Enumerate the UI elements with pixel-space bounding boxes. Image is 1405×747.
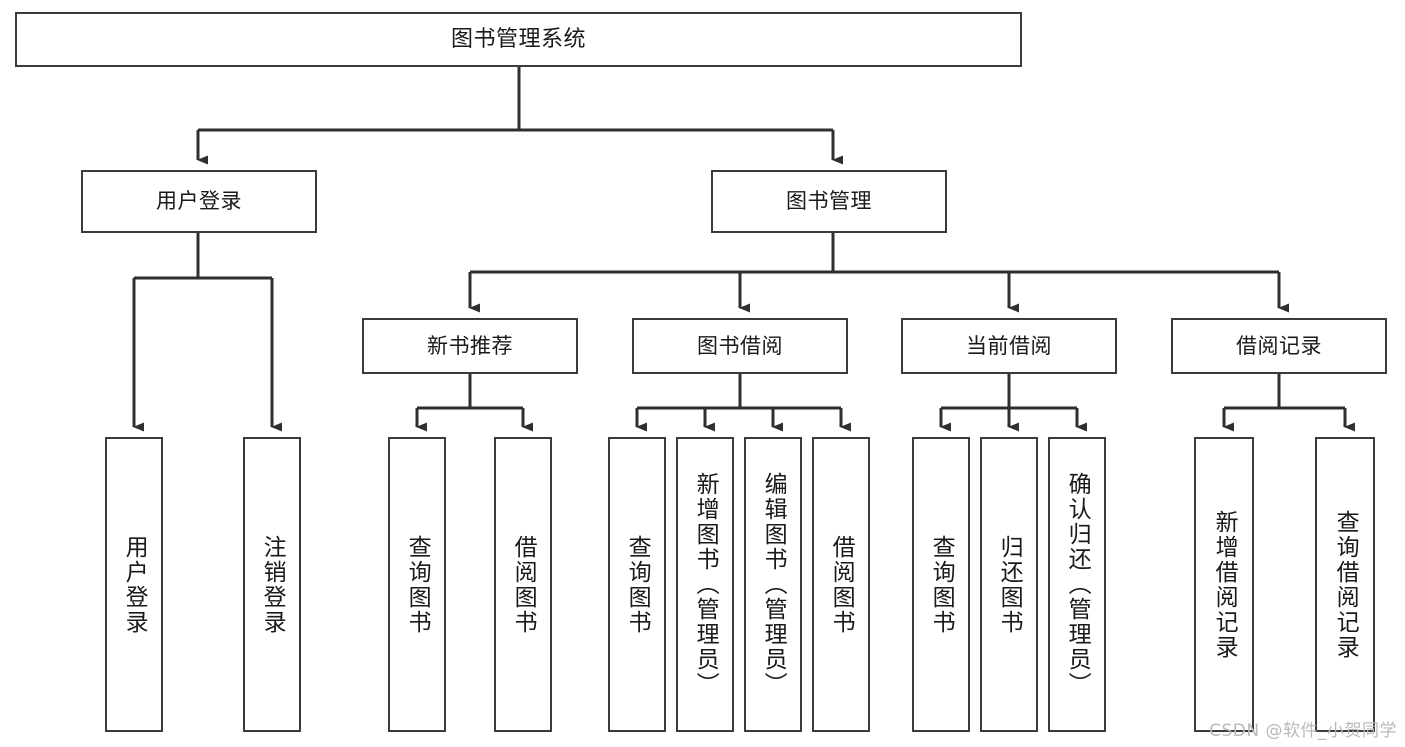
node-user-login-label: 用户登录	[156, 189, 242, 214]
node-leaf-borrow-query-label: 查询图书	[624, 534, 651, 635]
node-leaf-record-add[interactable]: 新增借阅记录	[1194, 437, 1254, 732]
node-borrow-record[interactable]: 借阅记录	[1171, 318, 1387, 374]
node-leaf-newbook-query-label: 查询图书	[404, 534, 431, 635]
node-new-book-recommend-label: 新书推荐	[427, 333, 513, 358]
node-leaf-borrow-query[interactable]: 查询图书	[608, 437, 666, 732]
node-book-management-label: 图书管理	[786, 189, 872, 214]
csdn-watermark: CSDN @软件_小贺同学	[1209, 721, 1397, 741]
node-leaf-user-logout-label: 注销登录	[259, 534, 286, 635]
node-leaf-record-add-label: 新增借阅记录	[1211, 509, 1238, 660]
node-new-book-recommend[interactable]: 新书推荐	[362, 318, 578, 374]
node-leaf-current-return[interactable]: 归还图书	[980, 437, 1038, 732]
node-leaf-borrow-do[interactable]: 借阅图书	[812, 437, 870, 732]
node-current-borrow-label: 当前借阅	[966, 333, 1052, 358]
node-root-system[interactable]: 图书管理系统	[15, 12, 1022, 67]
node-book-management[interactable]: 图书管理	[711, 170, 947, 233]
node-root-system-label: 图书管理系统	[450, 26, 586, 52]
node-current-borrow[interactable]: 当前借阅	[901, 318, 1117, 374]
node-leaf-current-query-label: 查询图书	[928, 534, 955, 635]
node-leaf-newbook-query[interactable]: 查询图书	[388, 437, 446, 732]
node-book-borrow[interactable]: 图书借阅	[632, 318, 848, 374]
node-leaf-record-query[interactable]: 查询借阅记录	[1315, 437, 1375, 732]
node-leaf-borrow-do-label: 借阅图书	[828, 534, 855, 635]
node-leaf-current-confirm-admin-label: 确认归还（管理员）	[1064, 472, 1091, 697]
node-leaf-borrow-edit-admin[interactable]: 编辑图书（管理员）	[744, 437, 802, 732]
node-leaf-user-logout[interactable]: 注销登录	[243, 437, 301, 732]
node-user-login[interactable]: 用户登录	[81, 170, 317, 233]
node-leaf-record-query-label: 查询借阅记录	[1332, 509, 1359, 660]
node-leaf-user-login-do-label: 用户登录	[121, 534, 148, 635]
node-leaf-current-confirm-admin[interactable]: 确认归还（管理员）	[1048, 437, 1106, 732]
node-borrow-record-label: 借阅记录	[1236, 333, 1322, 358]
node-leaf-user-login-do[interactable]: 用户登录	[105, 437, 163, 732]
node-leaf-newbook-borrow-label: 借阅图书	[510, 534, 537, 635]
node-leaf-borrow-add-admin-label: 新增图书（管理员）	[692, 472, 719, 697]
node-leaf-borrow-edit-admin-label: 编辑图书（管理员）	[760, 472, 787, 697]
node-book-borrow-label: 图书借阅	[697, 333, 783, 358]
node-leaf-borrow-add-admin[interactable]: 新增图书（管理员）	[676, 437, 734, 732]
node-leaf-current-return-label: 归还图书	[996, 534, 1023, 635]
node-leaf-newbook-borrow[interactable]: 借阅图书	[494, 437, 552, 732]
node-leaf-current-query[interactable]: 查询图书	[912, 437, 970, 732]
